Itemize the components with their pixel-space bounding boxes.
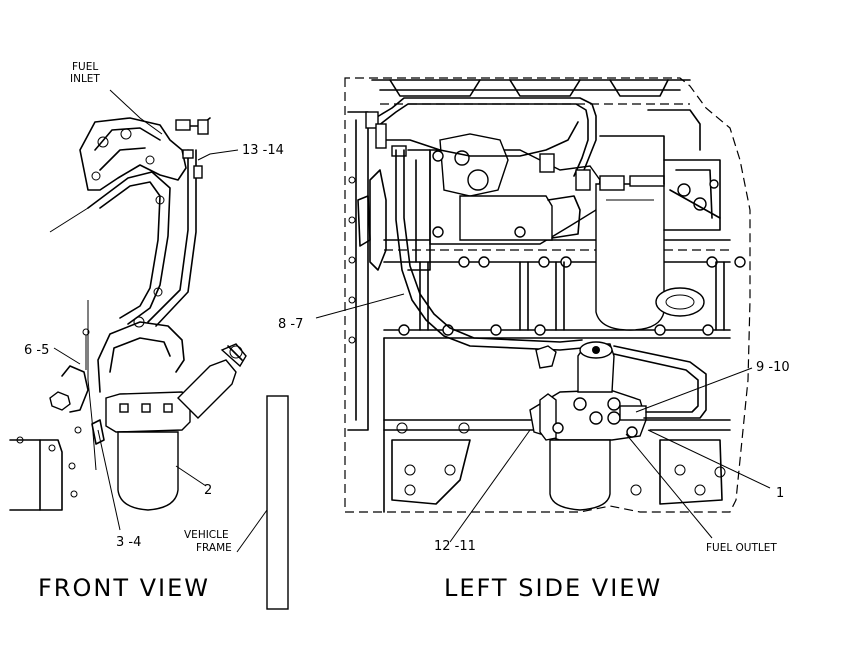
front-view-drawing <box>9 89 247 531</box>
fuel-inlet-label-line1: FUEL <box>72 61 98 73</box>
left-side-view-drawing <box>315 77 771 543</box>
left-side-view-title: LEFT SIDE VIEW <box>444 574 662 602</box>
callout-1: 1 <box>776 486 784 501</box>
vehicle-frame-label-line2: FRAME <box>196 542 232 554</box>
head-bolts <box>398 256 746 336</box>
fuel-outlet-label: FUEL OUTLET <box>706 542 777 554</box>
callout-3-4: 3 -4 <box>116 535 141 550</box>
front-view-title: FRONT VIEW <box>38 574 210 602</box>
callout-9-10: 9 -10 <box>756 360 790 375</box>
callout-12-11: 12 -11 <box>434 539 476 554</box>
fuel-inlet-label-line2: INLET <box>70 73 100 85</box>
vehicle-frame-rail <box>266 395 289 610</box>
callout-2: 2 <box>204 483 212 498</box>
callout-6-5: 6 -5 <box>24 343 49 358</box>
vehicle-frame-label-line1: VEHICLE <box>184 529 229 541</box>
callout-13-14: 13 -14 <box>242 143 284 158</box>
callout-8-7: 8 -7 <box>278 317 303 332</box>
